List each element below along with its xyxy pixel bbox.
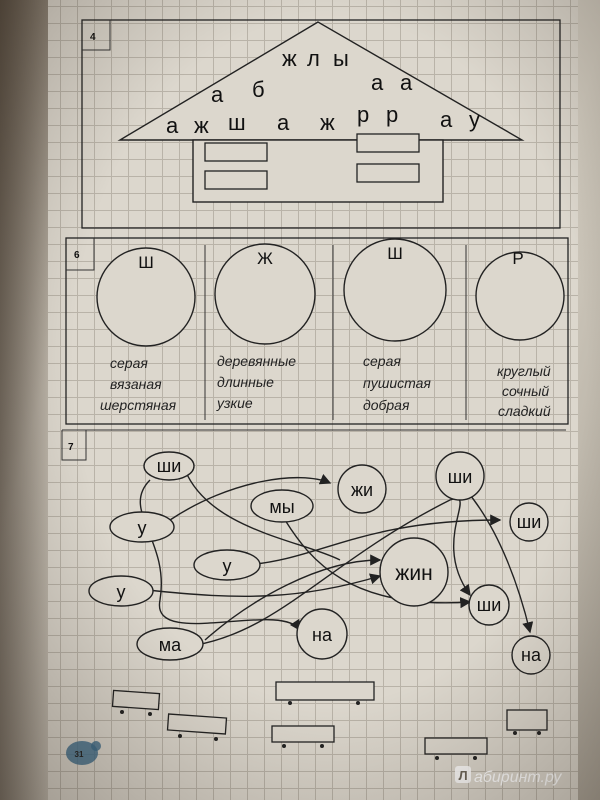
circle-letter: Ж: [257, 249, 273, 268]
wagon[interactable]: [166, 713, 228, 741]
syllable-circle[interactable]: ши: [468, 584, 510, 626]
task-4-frame: [81, 19, 561, 229]
syllable-text: на: [312, 625, 333, 645]
roof-letter: р: [357, 102, 369, 127]
riddle-word: сладкий: [498, 403, 551, 419]
roof-letter: а: [371, 70, 384, 95]
roof-letter: ш: [228, 110, 246, 135]
riddle-column-3: Ш серая пушистая добрая: [343, 238, 447, 413]
riddle-word: шерстяная: [100, 397, 177, 413]
task-6-number: 6: [74, 250, 80, 261]
roof-letter: б: [252, 77, 265, 102]
syllable-text: на: [521, 645, 542, 665]
task-6: 6 Ш серая вязаная шерстяная Ж деревянные…: [65, 237, 569, 425]
syllable-text: ши: [157, 456, 182, 476]
syllable-text: мы: [269, 497, 294, 517]
syllable-oval[interactable]: у: [109, 511, 175, 543]
syllable-text: жи: [351, 480, 373, 500]
syllable-oval[interactable]: ма: [136, 627, 204, 661]
roof-letter: а: [166, 113, 179, 138]
syllable-circle[interactable]: ши: [509, 502, 549, 542]
roof-letter: р: [386, 102, 398, 127]
syllable-circle[interactable]: жи: [337, 464, 387, 514]
riddle-word: круглый: [497, 363, 551, 379]
house-window-left: [204, 142, 268, 190]
watermark-text: абиринт.ру: [474, 769, 562, 786]
riddle-word: деревянные: [217, 353, 296, 369]
roof-row-3: а ж ш а ж р р а у: [166, 102, 480, 138]
riddle-word: вязаная: [110, 376, 162, 392]
riddle-column-4: Р круглый сочный сладкий: [475, 249, 565, 419]
syllable-text: ши: [477, 595, 502, 615]
task-7-number-box: [61, 430, 87, 461]
answer-circle[interactable]: [214, 243, 316, 345]
page-number: 31: [75, 750, 84, 759]
task-4-number: 4: [90, 32, 96, 43]
task-7: 7 ши у у у: [61, 429, 566, 760]
riddle-word: пушистая: [363, 375, 431, 391]
syllable-text: ма: [159, 635, 182, 655]
roof-row-1: ж л ы: [282, 46, 349, 71]
roof-letter: а: [440, 107, 453, 132]
watermark-logo: [455, 766, 471, 783]
riddle-word: серая: [110, 355, 148, 371]
syllable-oval[interactable]: мы: [250, 489, 314, 523]
word-box[interactable]: [356, 133, 420, 153]
syllable-circle[interactable]: жин: [379, 537, 449, 607]
watermark: Л абиринт.ру: [455, 766, 562, 786]
answer-circle[interactable]: [96, 247, 196, 347]
riddle-word: серая: [363, 353, 401, 369]
wagon[interactable]: [275, 681, 375, 705]
syllable-text: ши: [517, 512, 542, 532]
roof-letter: а: [211, 82, 224, 107]
circle-letter: Ш: [387, 244, 403, 263]
circle-letter: Р: [512, 249, 523, 268]
circle-letter: Ш: [138, 253, 154, 272]
roof-letter: ж: [282, 46, 297, 71]
word-box[interactable]: [204, 170, 268, 190]
word-box[interactable]: [356, 163, 420, 183]
syllable-text: у: [223, 556, 232, 576]
task-7-number: 7: [68, 442, 74, 453]
roof-row-2: а б а а: [211, 70, 413, 107]
wagon[interactable]: [271, 725, 335, 748]
task-6-number-box: [66, 238, 95, 271]
riddle-word: сочный: [502, 383, 549, 399]
answer-circle[interactable]: [343, 238, 447, 342]
syllable-oval[interactable]: у: [193, 549, 261, 581]
task-4: 4 ж л ы а б а а а ж ш а ж р р а у: [81, 19, 561, 229]
riddle-column-1: Ш серая вязаная шерстяная: [96, 247, 196, 413]
task-4-number-box: [82, 20, 111, 51]
page-number-badge: 31: [66, 741, 101, 765]
syllable-text: у: [117, 582, 126, 602]
wagon[interactable]: [424, 737, 488, 760]
riddle-column-2: Ж деревянные длинные узкие: [214, 243, 316, 411]
house-window-right: [356, 133, 420, 183]
syllable-text: ши: [448, 467, 473, 487]
answer-circle[interactable]: [475, 251, 565, 341]
wagon[interactable]: [111, 689, 161, 716]
syllable-text: у: [138, 518, 147, 538]
watermark-logo-letter: Л: [458, 768, 467, 783]
riddle-word: узкие: [216, 395, 253, 411]
syllable-oval[interactable]: у: [88, 575, 154, 607]
syllable-text: жин: [395, 562, 432, 585]
syllable-circle[interactable]: на: [296, 608, 348, 660]
syllable-circle[interactable]: ши: [435, 451, 485, 501]
roof-letter: ж: [320, 110, 335, 135]
roof-letter: ж: [194, 113, 209, 138]
roof-letter: л: [307, 46, 320, 71]
task-6-frame: [65, 237, 569, 425]
word-box[interactable]: [204, 142, 268, 162]
roof-letter: а: [277, 110, 290, 135]
syllable-circle[interactable]: на: [511, 635, 551, 675]
roof-letter: ы: [333, 46, 349, 71]
wagon[interactable]: [506, 709, 548, 735]
roof-letter: у: [469, 107, 480, 132]
roof-letter: а: [400, 70, 413, 95]
syllable-oval[interactable]: ши: [143, 451, 195, 481]
riddle-word: длинные: [217, 374, 274, 390]
riddle-word: добрая: [363, 397, 410, 413]
